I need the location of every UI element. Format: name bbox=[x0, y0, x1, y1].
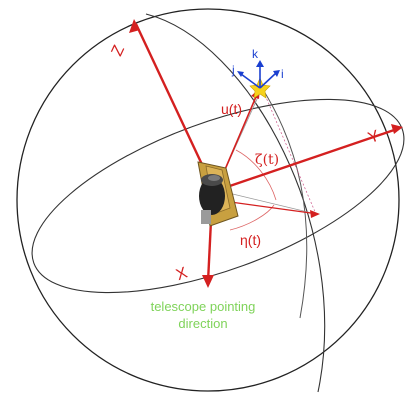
caption-line-2: direction bbox=[178, 316, 228, 331]
sphere-outline bbox=[16, 8, 400, 392]
i-label: i bbox=[281, 67, 284, 81]
y-axis-arrowhead bbox=[391, 124, 403, 134]
zeta-angle-label: ζ(t) bbox=[255, 152, 279, 168]
eta-angle-label: η(t) bbox=[240, 232, 261, 248]
y-axis-label: Y bbox=[366, 127, 382, 147]
guide-line-3 bbox=[261, 87, 317, 215]
equator-ellipse bbox=[31, 98, 405, 294]
i-arrowhead bbox=[273, 70, 280, 77]
telescope-pointing-caption: telescope pointing direction bbox=[0, 298, 406, 332]
projection-arrowhead bbox=[310, 210, 320, 218]
j-arrow-line bbox=[240, 73, 261, 89]
k-arrowhead bbox=[256, 60, 264, 67]
guide-line-4 bbox=[235, 149, 277, 201]
j-arrowhead bbox=[237, 71, 244, 77]
u-angle-label: u(t) bbox=[221, 101, 242, 117]
i-arrow-line bbox=[259, 72, 277, 89]
caption-line-1: telescope pointing bbox=[150, 299, 256, 314]
x-axis-label: X bbox=[174, 264, 190, 284]
k-label: k bbox=[252, 47, 259, 61]
y-axis-line bbox=[217, 126, 401, 192]
meridian-arc-front bbox=[145, 13, 326, 393]
j-label: j bbox=[231, 63, 235, 77]
spacecraft-icon bbox=[197, 161, 239, 227]
x-axis-arrowhead bbox=[202, 275, 214, 288]
z-axis-label: Z bbox=[109, 43, 129, 59]
z-axis-arrowhead bbox=[129, 19, 140, 33]
meridian-arc-through-star bbox=[261, 87, 308, 319]
